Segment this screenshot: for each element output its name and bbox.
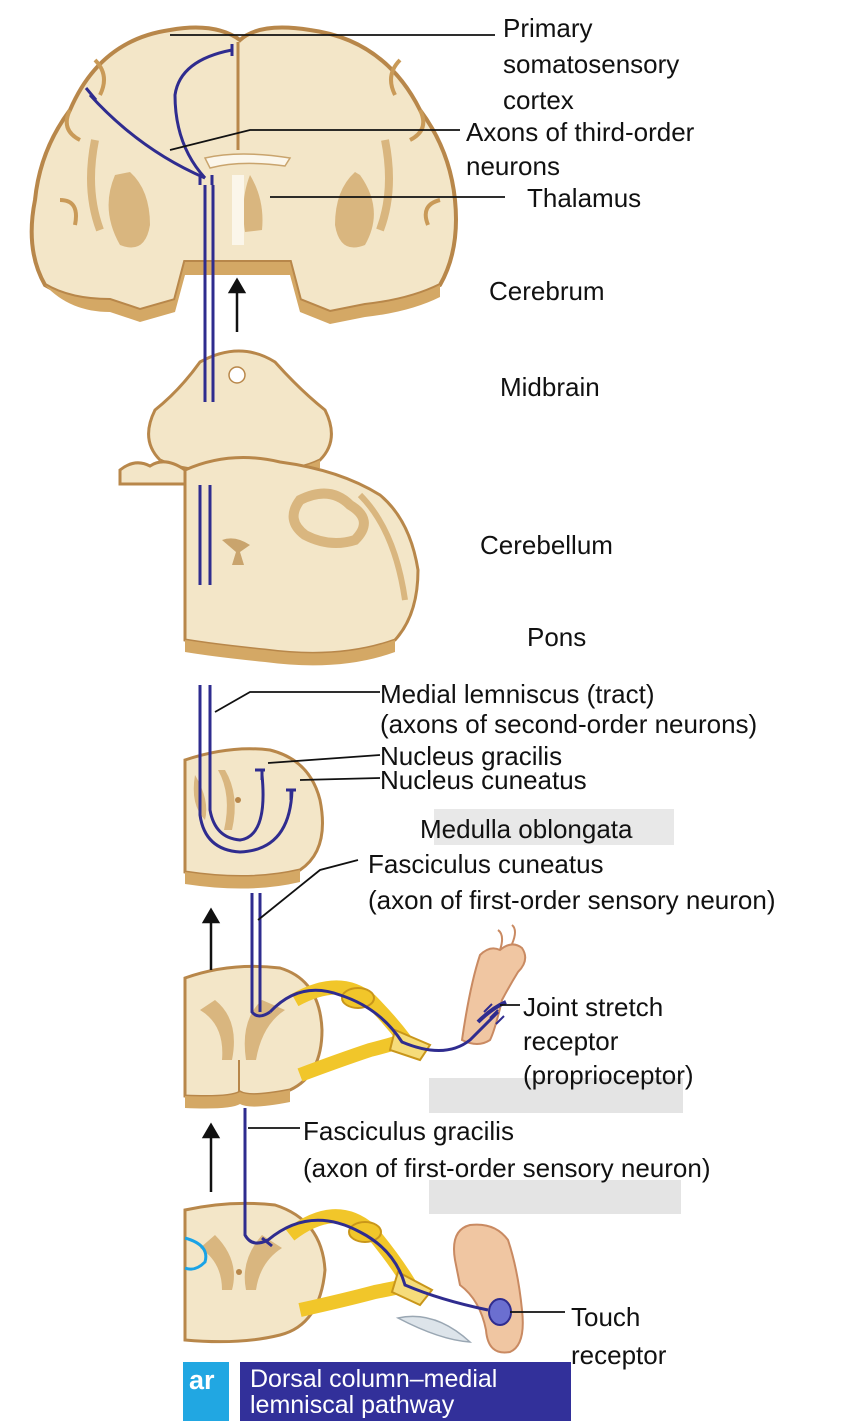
label-third-order-axons: Axons of third-order neurons (466, 115, 694, 183)
cervical-cord-section (185, 966, 430, 1108)
cerebrum-section (32, 28, 456, 324)
label-pons: Pons (527, 622, 586, 652)
label-nucleus-cuneatus: Nucleus cuneatus (380, 765, 587, 795)
hand-illustration (462, 925, 525, 1044)
label-midbrain: Midbrain (500, 372, 600, 402)
label-fasciculus-gracilis: Fasciculus gracilis (axon of first-order… (303, 1113, 711, 1187)
label-touch-receptor: Touch receptor (571, 1298, 666, 1374)
label-primary-cortex: Primary somatosensory cortex (503, 10, 679, 118)
label-fasciculus-cuneatus: Fasciculus cuneatus (axon of first-order… (368, 846, 776, 918)
lumbar-cord-section (185, 1203, 432, 1341)
label-thalamus: Thalamus (527, 183, 641, 213)
label-joint-stretch-receptor: Joint stretch receptor (proprioceptor) (523, 990, 694, 1092)
adjacent-pathway-tag: ar (183, 1362, 229, 1421)
label-medial-lemniscus: Medial lemniscus (tract) (axons of secon… (380, 679, 757, 739)
cerebellum-pons-section (120, 458, 418, 666)
label-medulla-oblongata: Medulla oblongata (420, 814, 633, 844)
pathway-title-tag: Dorsal column–medial lemniscal pathway (240, 1362, 571, 1421)
medulla-section (185, 749, 323, 889)
label-cerebrum: Cerebrum (489, 276, 605, 306)
label-cerebellum: Cerebellum (480, 530, 613, 560)
